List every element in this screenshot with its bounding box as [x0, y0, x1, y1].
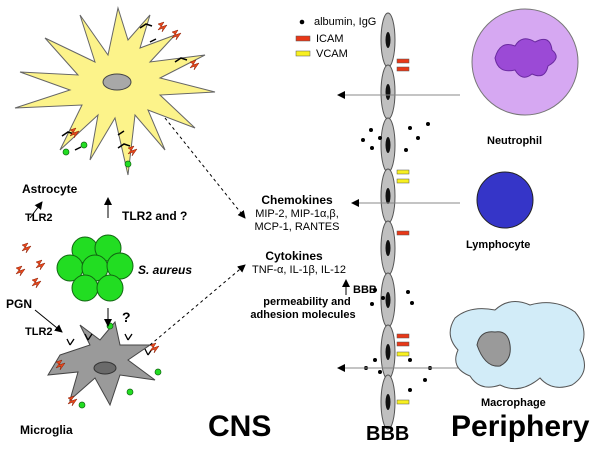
migration-arrows — [337, 91, 460, 372]
cns-arrows — [29, 117, 350, 346]
astrocyte-label: Astrocyte — [22, 182, 78, 196]
legend-icam: ICAM — [316, 33, 344, 45]
microglia-label: Microglia — [20, 423, 73, 437]
s-aureus-label: S. aureus — [138, 263, 193, 277]
cytokines-line1: TNF-α, IL-1β, IL-12 — [252, 264, 346, 276]
chemokines-line1: MIP-2, MIP-1α,β, — [255, 208, 339, 220]
tlr2-and-label: TLR2 and ? — [122, 209, 188, 223]
pgn-label: PGN — [6, 297, 33, 311]
neutrophil-label: Neutrophil — [487, 135, 542, 147]
s-aureus-cluster — [56, 234, 134, 302]
bbb-endothelium — [380, 12, 396, 430]
tlr2-lower-label: TLR2 — [25, 326, 53, 338]
bbb-label: BBB — [366, 423, 410, 445]
bbb-effect-line1: BBB — [353, 284, 377, 296]
albumin-dots — [361, 122, 432, 392]
macrophage-label: Macrophage — [481, 397, 546, 409]
astrocyte-nucleus — [102, 73, 132, 91]
legend-marks — [295, 19, 311, 57]
adhesion-molecules — [396, 58, 410, 405]
question-mark: ? — [122, 309, 131, 325]
macrophage — [449, 300, 585, 390]
cytokines-title: Cytokines — [265, 249, 323, 263]
lymphocyte-label: Lymphocyte — [466, 239, 531, 251]
chemokines-title: Chemokines — [261, 193, 333, 207]
chemokines-line2: MCP-1, RANTES — [254, 221, 340, 233]
cns-label: CNS — [208, 410, 272, 443]
periphery-label: Periphery — [451, 410, 590, 443]
bbb-effect-line2: permeability and — [263, 296, 351, 308]
astrocyte — [14, 6, 216, 176]
lymphocyte — [476, 171, 534, 229]
neutrophil — [471, 8, 579, 116]
microglia — [47, 320, 162, 409]
legend-vcam: VCAM — [316, 48, 348, 60]
legend-albumin: albumin, IgG — [314, 16, 377, 28]
pgn-molecules — [15, 242, 46, 289]
tlr2-upper-label: TLR2 — [25, 212, 53, 224]
bbb-effect-line3: adhesion molecules — [250, 309, 356, 321]
